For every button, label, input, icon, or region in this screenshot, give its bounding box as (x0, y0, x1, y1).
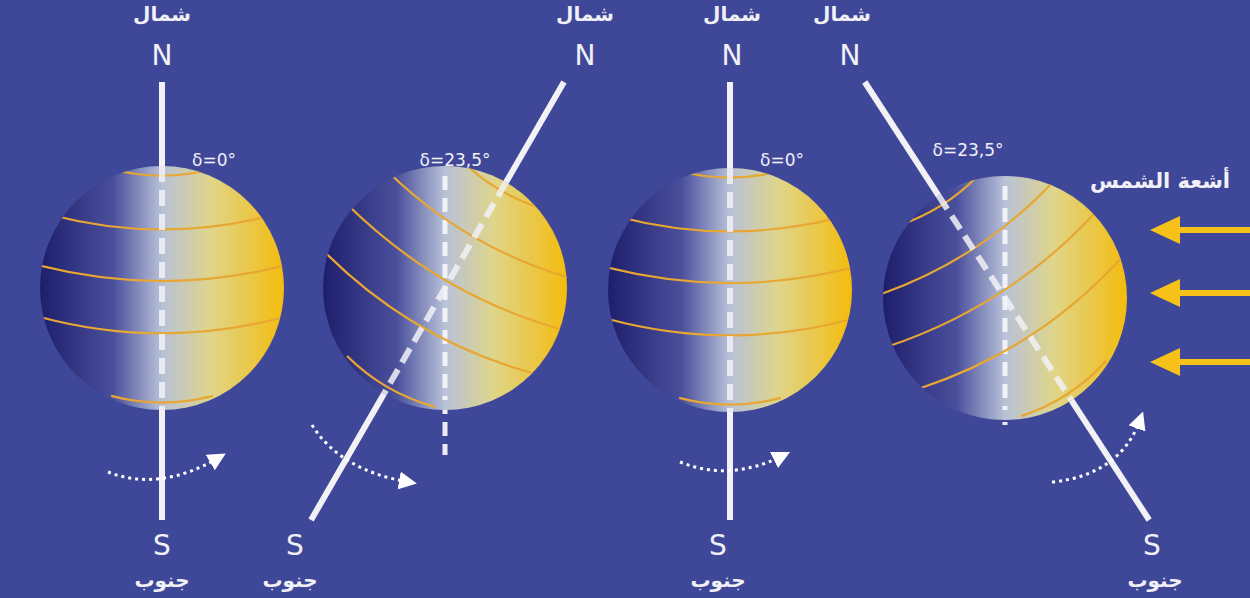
rotation-arrow (1052, 420, 1140, 482)
direction-label: شمال (703, 3, 761, 25)
earth-globe (602, 82, 857, 520)
direction-label: جنوب (1127, 569, 1182, 591)
sun-rays-label: أشعة الشمس (1090, 170, 1230, 193)
pole-letter: N (840, 41, 861, 72)
declination-label: δ=23,5° (420, 151, 491, 170)
declination-label: δ=0° (760, 151, 804, 170)
direction-label: جنوب (134, 569, 189, 591)
direction-label: جنوب (262, 569, 317, 591)
direction-label: جنوب (690, 569, 745, 591)
rotation-axis (865, 82, 1149, 520)
rotation-axis (162, 82, 163, 520)
rotation-arrow (680, 456, 782, 471)
pole-letter: S (1143, 531, 1161, 562)
declination-label: δ=0° (192, 151, 236, 170)
sun-ray-arrow (1150, 216, 1250, 244)
sun-ray-arrow (1150, 348, 1250, 376)
pole-letter: N (575, 41, 596, 72)
rotation-arrow (108, 458, 218, 479)
rotation-arrow (312, 425, 408, 482)
earth-globe (34, 82, 289, 520)
sun-ray-arrow (1150, 279, 1250, 307)
pole-letter: S (709, 531, 727, 562)
direction-label: شمال (133, 3, 191, 25)
pole-letter: N (722, 41, 743, 72)
direction-label: شمال (556, 3, 614, 25)
pole-letter: S (153, 531, 171, 562)
rotation-axis (730, 82, 731, 520)
earth-globe (277, 82, 615, 520)
pole-letter: N (152, 41, 173, 72)
earth-globe (833, 82, 1174, 520)
direction-label: شمال (813, 3, 871, 25)
declination-label: δ=23,5° (933, 141, 1004, 160)
pole-letter: S (286, 531, 304, 562)
rotation-axis (311, 82, 564, 520)
